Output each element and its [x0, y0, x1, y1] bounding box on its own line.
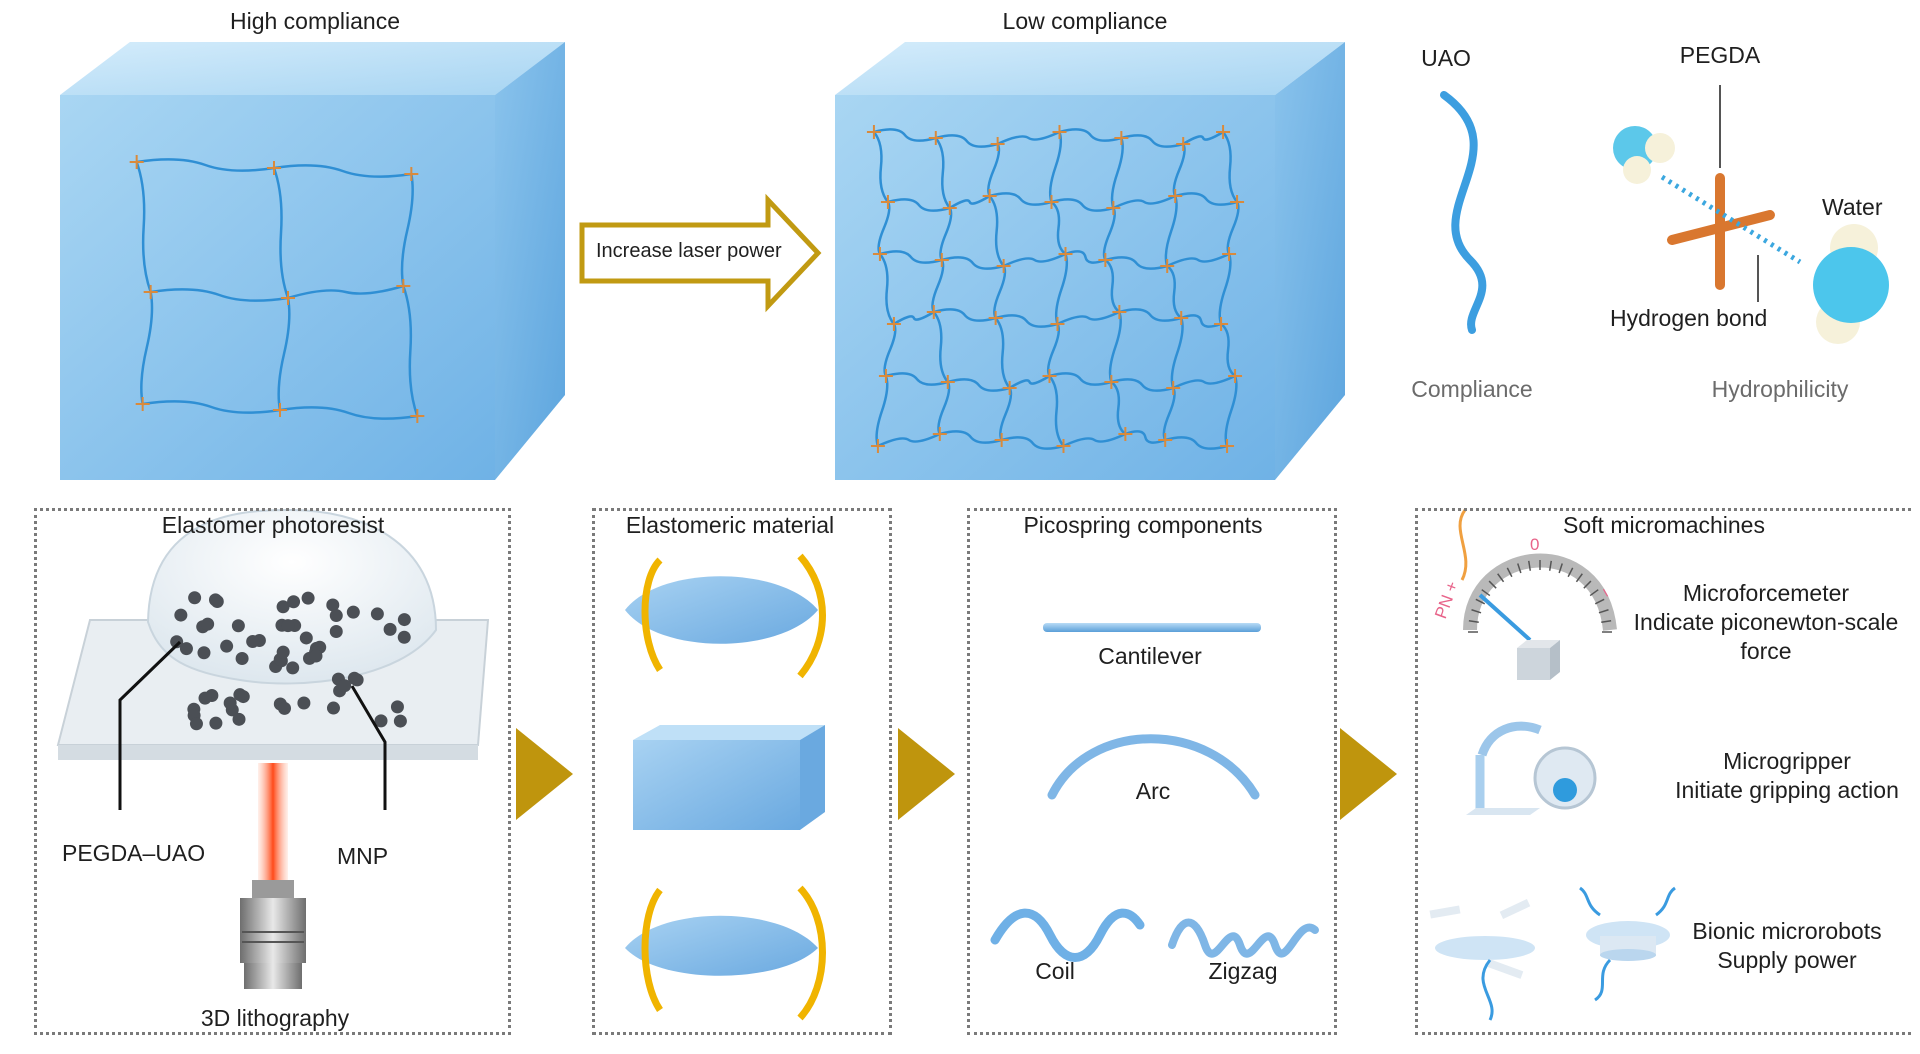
- cube-top-face: [60, 42, 565, 95]
- high-compliance-title: High compliance: [229, 8, 401, 34]
- crosslinks: [866, 125, 1245, 453]
- water-label: Water: [1822, 194, 1883, 220]
- material-block: [633, 725, 825, 830]
- gauge-zero-label: 0: [1530, 535, 1540, 554]
- low-compliance-title: Low compliance: [1002, 8, 1168, 34]
- microgripper-icon: [1466, 721, 1597, 815]
- water-molecule-icon: [1813, 224, 1889, 344]
- microgripper-label: Microgripper: [1723, 748, 1851, 774]
- arc-shape: [1047, 734, 1260, 800]
- cantilever-label: Cantilever: [1098, 643, 1202, 669]
- increase-laser-power-arrow: [579, 193, 822, 313]
- polymer-chains: [872, 128, 1240, 450]
- zigzag-label: Zigzag: [1208, 958, 1278, 984]
- microforcemeter-desc-line1: Indicate piconewton-scale: [1633, 609, 1899, 635]
- components-title: Picospring components: [1023, 512, 1263, 538]
- small-water-molecule-icon: [1613, 126, 1675, 184]
- lithography-label: 3D lithography: [200, 1005, 350, 1031]
- panel-picospring-components: [967, 508, 1337, 1035]
- microrobots-desc: Supply power: [1717, 947, 1857, 973]
- microgripper-desc: Initiate gripping action: [1675, 777, 1899, 803]
- cube-front-face: [60, 95, 495, 480]
- flow-arrow-2: [898, 728, 955, 820]
- objective-lens: [240, 880, 306, 989]
- panel-soft-micromachines: [1415, 508, 1911, 1035]
- panel-elastomer-photoresist: [34, 508, 511, 1035]
- high-compliance-cube: [60, 42, 565, 480]
- hydrogen-bond-label: Hydrogen bond: [1610, 305, 1768, 331]
- crosslinks: [129, 155, 425, 423]
- panel-elastomeric-material: [592, 508, 892, 1035]
- compliance-label: Compliance: [1411, 376, 1533, 402]
- photoresist-illustration: [56, 508, 490, 989]
- microforcemeter-icon: [1458, 509, 1617, 680]
- pegda-molecule-icon: [1660, 85, 1802, 302]
- arrow-label: Increase laser power: [596, 240, 782, 262]
- material-bent-up: [625, 553, 826, 679]
- hydrophilicity-label: Hydrophilicity: [1711, 376, 1849, 402]
- cantilever-shape: [1043, 623, 1261, 632]
- mnp-particles: [170, 591, 411, 731]
- material-title: Elastomeric material: [625, 512, 835, 538]
- pegda-label: PEGDA: [1679, 42, 1761, 68]
- coil-shape: [990, 908, 1145, 962]
- microrobots-label: Bionic microrobots: [1692, 918, 1882, 944]
- cube-side-face: [1275, 42, 1345, 480]
- microforcemeter-desc-line2: force: [1740, 638, 1792, 664]
- polymer-chains: [135, 158, 419, 420]
- low-compliance-cube: [835, 42, 1345, 480]
- mnp-label: MNP: [337, 843, 389, 869]
- uao-label: UAO: [1421, 45, 1471, 71]
- flow-arrow-1: [516, 728, 573, 820]
- coil-label: Coil: [1035, 958, 1075, 984]
- flow-arrow-3: [1340, 728, 1397, 820]
- laser-beam: [258, 763, 288, 883]
- microforcemeter-label: Microforcemeter: [1682, 580, 1850, 606]
- uao-chain-icon: [1440, 91, 1487, 334]
- photoresist-title: Elastomer photoresist: [161, 512, 385, 538]
- zigzag-shape: [1168, 918, 1319, 958]
- machines-title: Soft micromachines: [1563, 512, 1765, 538]
- cube-side-face: [495, 42, 565, 480]
- pegda-uao-label: PEGDA–UAO: [62, 840, 206, 866]
- cube-top-face: [835, 42, 1345, 95]
- arc-label: Arc: [1135, 778, 1171, 804]
- material-bent-down: [625, 885, 826, 1021]
- bionic-microrobots-icon: [1429, 886, 1676, 1021]
